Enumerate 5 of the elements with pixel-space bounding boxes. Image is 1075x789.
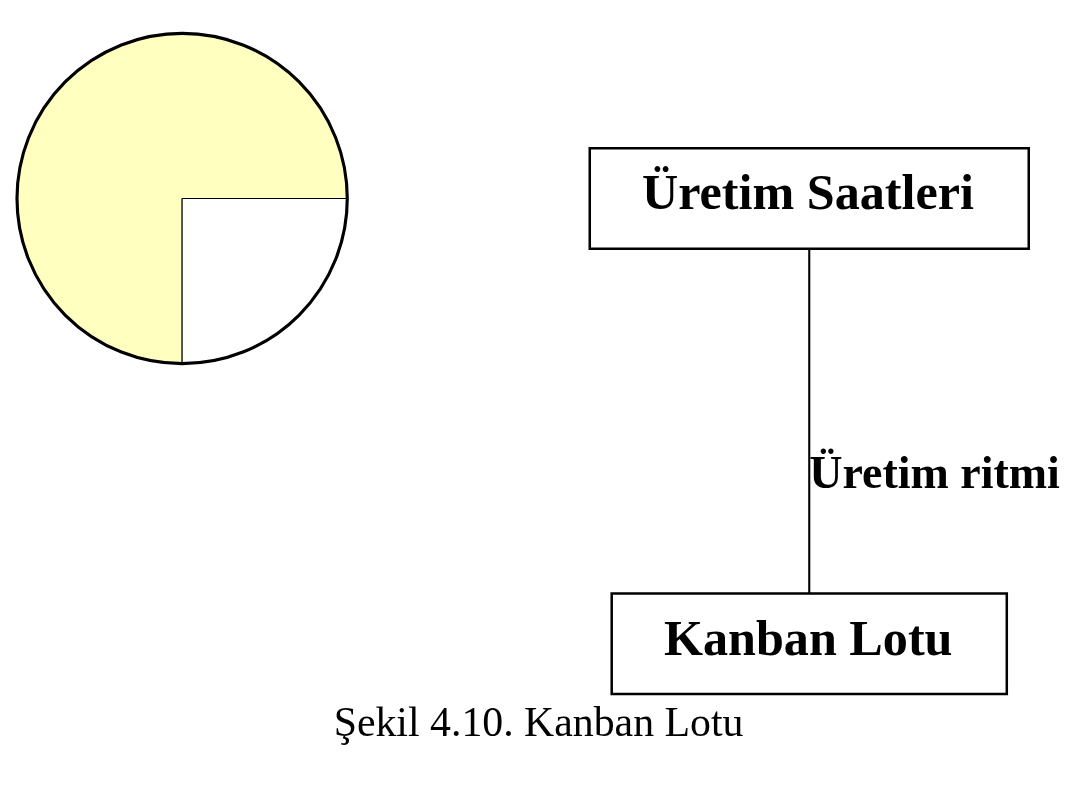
connector — [808, 249, 811, 593]
caption: Şekil 4.10. Kanban Lotu — [333, 698, 744, 745]
edge-label: Üretim ritmi — [809, 446, 1060, 498]
node-box: Üretim Saatleri — [588, 146, 1030, 250]
node-box: Kanban Lotu — [610, 591, 1009, 695]
